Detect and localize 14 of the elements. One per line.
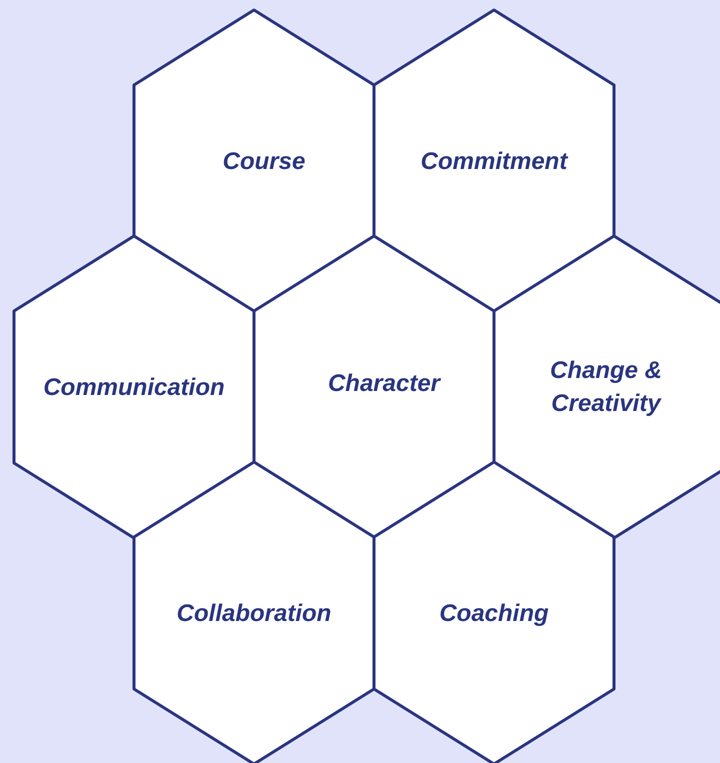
- hexagon-label: Course: [222, 146, 306, 176]
- hexagon-label: Change & Creativity: [548, 356, 663, 419]
- hexagon-label: Collaboration: [176, 598, 332, 628]
- hexagon: [14, 236, 254, 538]
- hexagon-label: Commitment: [420, 146, 568, 176]
- hexagon: [374, 10, 614, 312]
- hexagon-label: Character: [328, 368, 440, 398]
- hexagon: [254, 236, 494, 538]
- hexagon: [134, 462, 374, 763]
- hexagon: [134, 10, 374, 312]
- hexagon: [374, 462, 614, 763]
- hexagon: [494, 236, 720, 538]
- hexagon-label: Communication: [43, 372, 225, 402]
- hexagon-label: Coaching: [439, 598, 549, 628]
